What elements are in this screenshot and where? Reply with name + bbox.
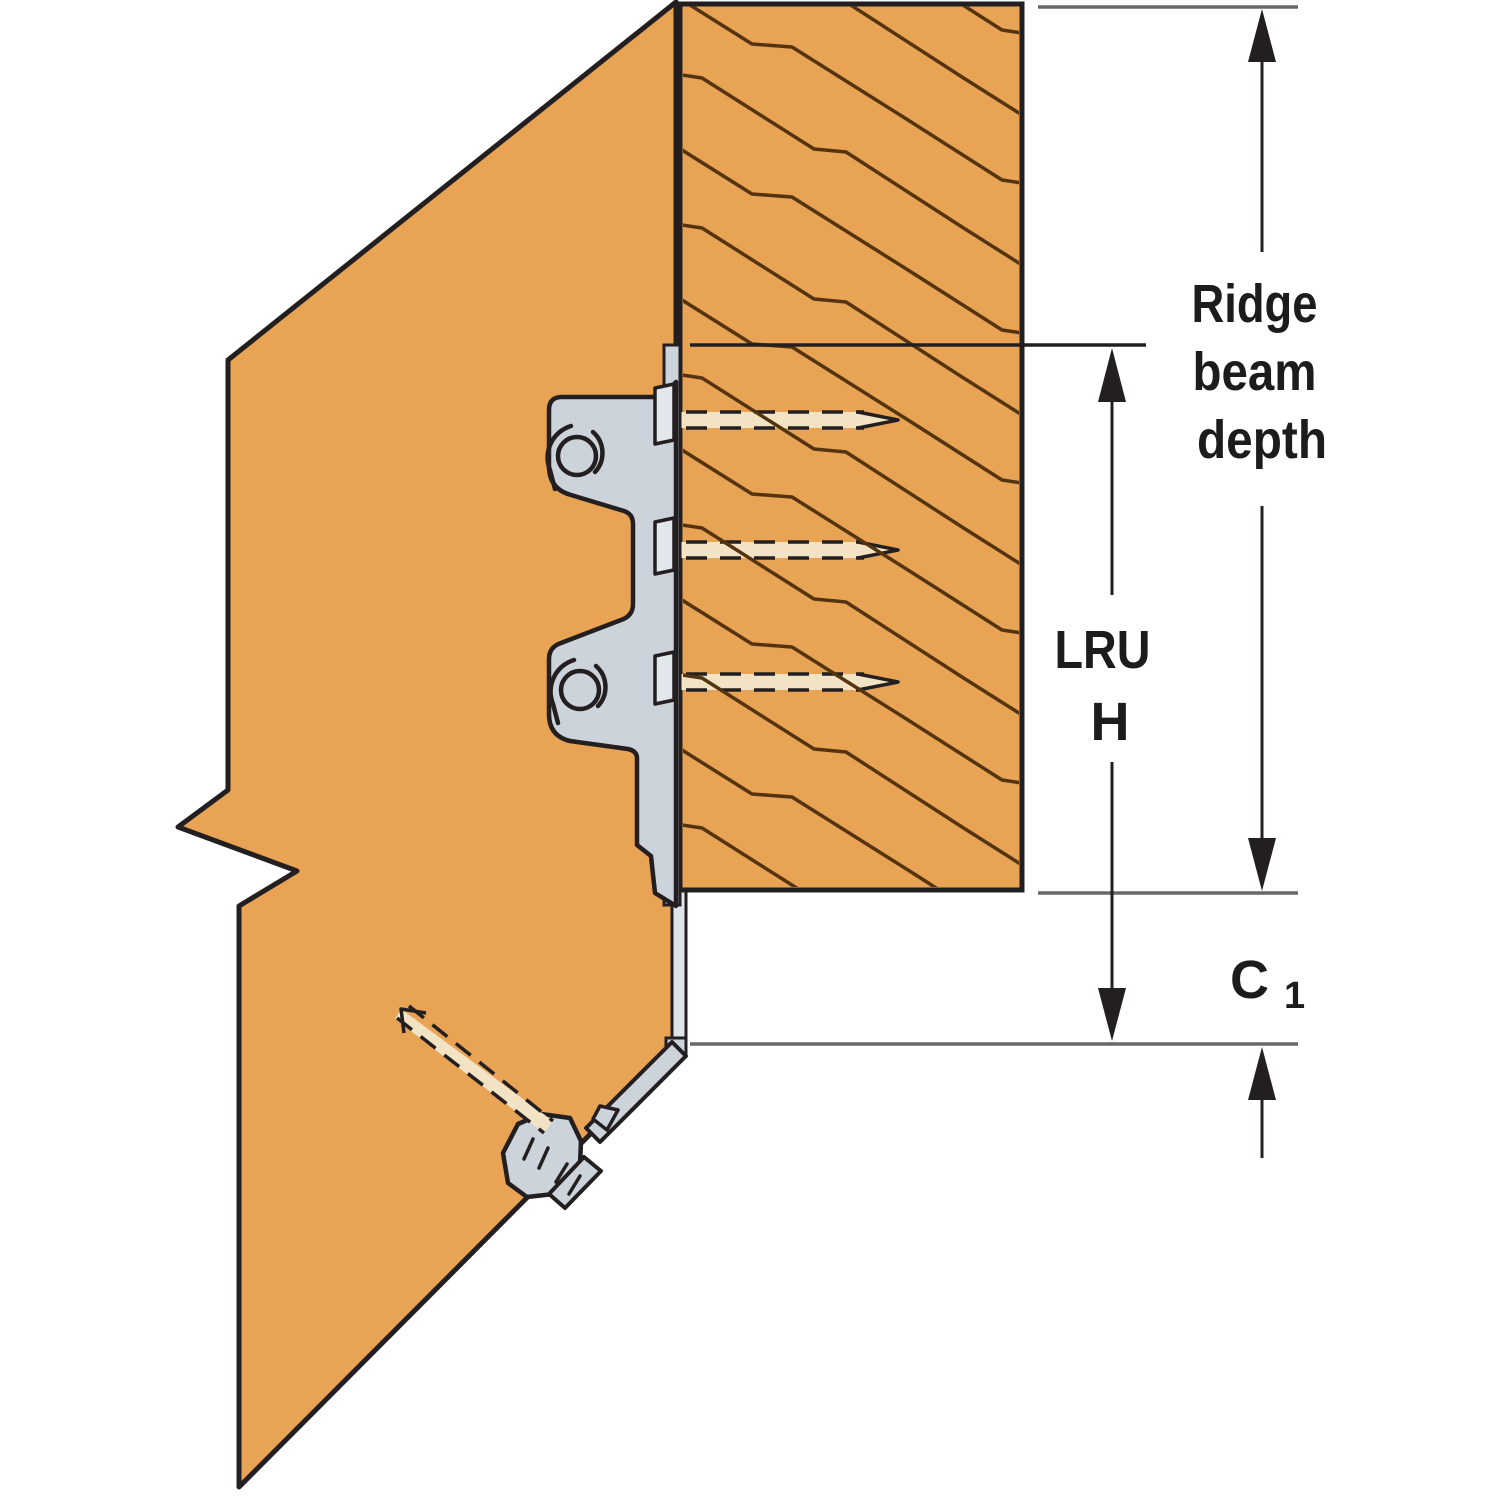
- nail-hole-icon: [558, 668, 602, 712]
- seat-tab-bend-marks: [522, 1137, 582, 1196]
- grain-line: [683, 448, 1019, 635]
- grain-line: [683, 673, 1019, 866]
- arrow-up-icon: [1248, 9, 1276, 62]
- dim-c1: C 1: [1230, 950, 1305, 1158]
- seat-nail-shank: [395, 1009, 553, 1133]
- label-line: LRU: [1054, 620, 1150, 680]
- dim-lru-height: LRU H: [1054, 348, 1165, 1041]
- dim-ridge-beam-depth: Ridge beam depth: [1191, 9, 1332, 891]
- nail-tab: [653, 516, 676, 576]
- hanger-strap-fold: [591, 1104, 620, 1132]
- arrow-up-icon: [1248, 1047, 1276, 1100]
- seat-nail-outline: [395, 1016, 546, 1135]
- bend-mark: [522, 1137, 535, 1161]
- nail-hole-icon: [555, 434, 599, 478]
- beam-nail-shank: [680, 542, 864, 558]
- ridge-beam-grain: [683, 6, 1019, 887]
- grain-line: [683, 823, 799, 887]
- seat-nail: [395, 1004, 555, 1135]
- label-line: H: [1091, 692, 1130, 752]
- beam-nail-tip: [857, 672, 900, 692]
- ridge-beam-depth-label: Ridge beam depth: [1191, 274, 1332, 470]
- arrow-down-icon: [1248, 838, 1276, 891]
- nail-hole-icon: [593, 663, 608, 709]
- hanger-nail-tabs: [653, 382, 676, 706]
- grain-line: [848, 6, 1019, 116]
- beam-nail-shank: [680, 412, 864, 428]
- label-subscript: 1: [1284, 975, 1305, 1017]
- grain-line: [683, 748, 938, 887]
- beam-nail-shank: [680, 674, 864, 690]
- grain-line: [683, 373, 1019, 566]
- bend-mark: [567, 1174, 582, 1196]
- nail-tab: [653, 650, 676, 706]
- grain-line: [683, 598, 1019, 785]
- label-base: C: [1230, 950, 1269, 1010]
- seat-nail-outline: [407, 1004, 555, 1123]
- lru-h-label: LRU H: [1054, 620, 1165, 752]
- beam-nail-tip: [857, 410, 900, 430]
- label-line: beam: [1192, 342, 1316, 402]
- bend-mark: [537, 1146, 550, 1170]
- label-line: Ridge: [1191, 274, 1317, 334]
- nail-hole-icon: [548, 657, 577, 726]
- ridge-beam: [677, 1, 1025, 893]
- arrow-down-icon: [1098, 988, 1126, 1041]
- label-line: depth: [1197, 410, 1327, 470]
- nail-tab: [653, 382, 676, 446]
- grain-line: [688, 6, 1019, 185]
- beam-nail-tip: [857, 540, 900, 560]
- bend-mark: [554, 1162, 569, 1184]
- grain-line: [683, 73, 1019, 266]
- seat-nail-tip: [399, 1007, 427, 1034]
- grain-line: [961, 6, 1019, 35]
- grain-line: [683, 523, 1019, 716]
- extension-lines: [690, 5, 1298, 1046]
- arrow-up-icon: [1098, 348, 1126, 402]
- grain-line: [683, 223, 1019, 416]
- grain-line: [683, 298, 1019, 485]
- hanger-back-flange-edge: [670, 886, 688, 1048]
- nail-hole-icon: [590, 429, 605, 475]
- nail-hole-icon: [545, 423, 574, 492]
- grain-line: [683, 148, 1019, 335]
- hanger-nail-holes: [545, 423, 608, 726]
- c1-label: C 1: [1230, 950, 1305, 1017]
